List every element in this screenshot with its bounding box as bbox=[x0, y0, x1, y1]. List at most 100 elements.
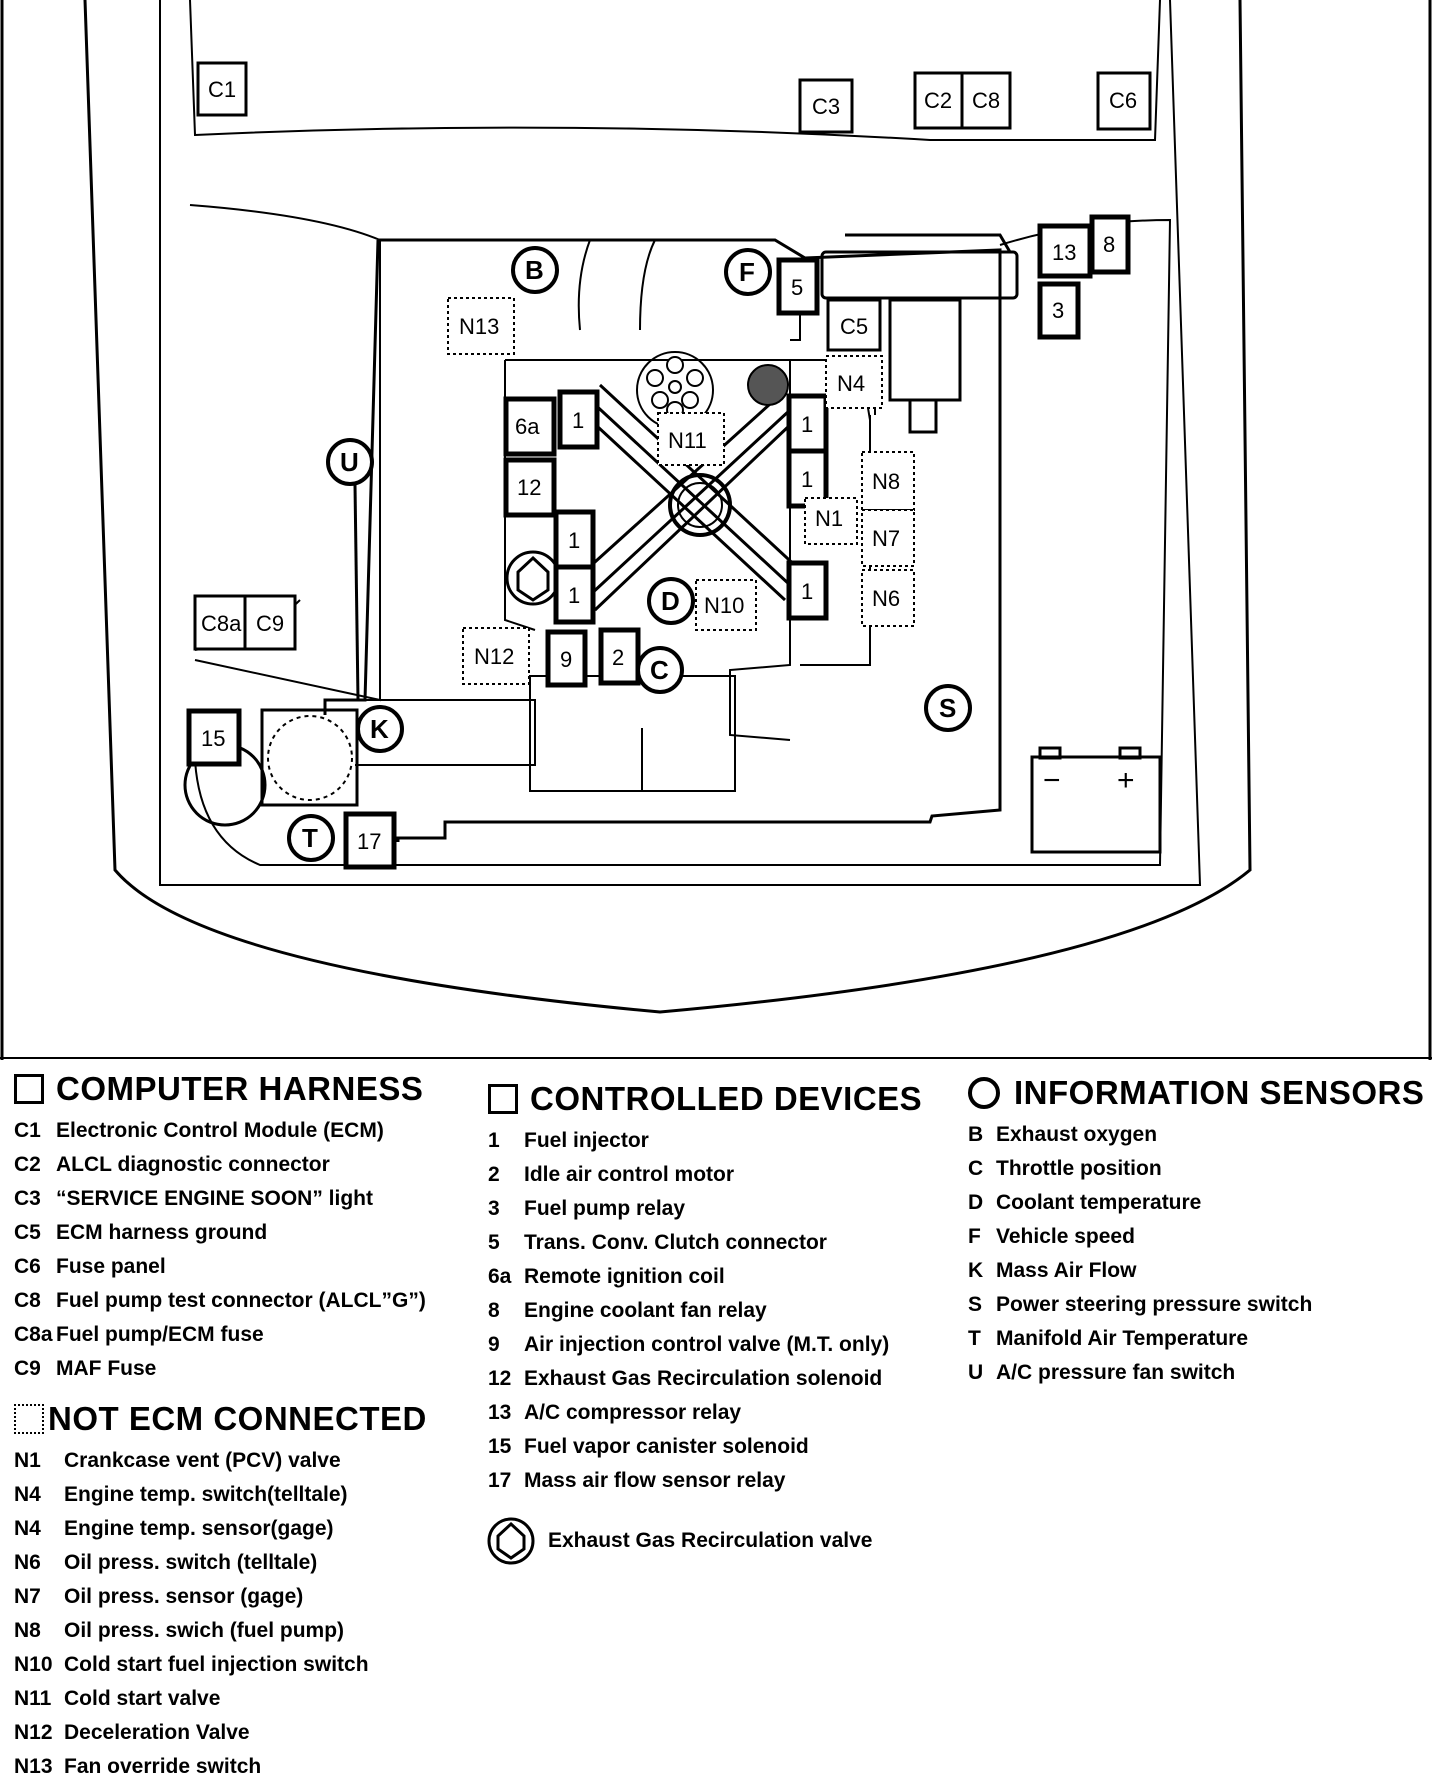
battery: − + bbox=[1030, 746, 1162, 854]
egr-valve-legend: Exhaust Gas Recirculation valve bbox=[486, 1516, 872, 1566]
harness-label-c9: C9 bbox=[256, 611, 284, 636]
canister bbox=[183, 708, 359, 827]
sensor-label-k: K bbox=[370, 714, 389, 744]
not-ecm-box-n6 bbox=[861, 569, 915, 627]
not-ecm-label-n7: N7 bbox=[872, 526, 900, 551]
not-ecm-label-n12: N12 bbox=[474, 644, 514, 669]
u-sensor-line bbox=[353, 484, 360, 701]
harness-label-c1: C1 bbox=[208, 77, 236, 102]
device-label-1-d: 1 bbox=[801, 412, 813, 437]
not-ecm-label-n11: N11 bbox=[668, 428, 707, 453]
not-ecm-box-n1 bbox=[804, 497, 858, 545]
circle-icon bbox=[968, 1077, 1000, 1109]
device-label-13: 13 bbox=[1052, 240, 1076, 265]
battery-minus: − bbox=[1043, 764, 1061, 797]
sensor-circle-k bbox=[356, 705, 404, 753]
harness-box-c9 bbox=[243, 594, 297, 651]
sensor-circle-f bbox=[724, 248, 772, 296]
device-box-12 bbox=[503, 457, 557, 518]
device-box-1-c bbox=[553, 564, 596, 625]
battery-plus: + bbox=[1117, 764, 1135, 797]
device-box-1-a bbox=[557, 389, 600, 450]
harness-label-c3: C3 bbox=[812, 94, 840, 119]
device-label-1-f: 1 bbox=[801, 579, 813, 604]
sensor-label-b: B bbox=[525, 255, 544, 285]
not-ecm-label-n13: N13 bbox=[459, 314, 499, 339]
egr-valve-icon bbox=[487, 1517, 535, 1565]
harness-box-c6 bbox=[1096, 71, 1152, 131]
harness-label-c2: C2 bbox=[924, 88, 952, 113]
sensor-circle-s bbox=[924, 684, 972, 732]
sensor-circle-c bbox=[636, 646, 684, 694]
device-label-1-e: 1 bbox=[801, 467, 813, 492]
not-ecm-label-n10: N10 bbox=[704, 593, 744, 618]
harness-box-c3 bbox=[798, 78, 854, 134]
device-box-2 bbox=[598, 627, 641, 686]
information-sensors-heading: INFORMATION SENSORS bbox=[968, 1074, 1438, 1112]
square-icon bbox=[488, 1084, 518, 1114]
harness-label-c6: C6 bbox=[1109, 88, 1137, 113]
not-ecm-box-n4 bbox=[825, 355, 883, 409]
device-label-9: 9 bbox=[560, 647, 572, 672]
sensor-label-s: S bbox=[939, 693, 956, 723]
device-box-5 bbox=[776, 257, 820, 316]
frame bbox=[0, 0, 1432, 1060]
sensor-label-c: C bbox=[650, 655, 669, 685]
device-box-3 bbox=[1037, 281, 1081, 340]
device-label-6a: 6a bbox=[515, 414, 540, 439]
device-label-12: 12 bbox=[517, 475, 541, 500]
sensor-circle-t bbox=[287, 814, 335, 862]
not-ecm-label-n4: N4 bbox=[837, 371, 865, 396]
device-label-2: 2 bbox=[612, 645, 624, 670]
air-intake-housing bbox=[355, 675, 736, 792]
not-ecm-label-n1: N1 bbox=[815, 506, 843, 531]
egr-valve-icon bbox=[505, 550, 561, 606]
intake-manifold bbox=[573, 383, 802, 612]
device-box-17 bbox=[343, 811, 397, 870]
throttle-body bbox=[820, 233, 1019, 434]
vehicle-body-outline bbox=[83, 0, 1252, 1014]
harness-box-c8 bbox=[960, 71, 1012, 130]
not-ecm-box-n12 bbox=[462, 627, 530, 685]
device-label-1-c: 1 bbox=[568, 583, 580, 608]
device-label-1-a: 1 bbox=[572, 408, 584, 433]
not-ecm-box-n13 bbox=[447, 297, 515, 355]
harness-label-c5: C5 bbox=[840, 314, 868, 339]
sensor-label-f: F bbox=[739, 257, 755, 287]
distributor-cap bbox=[636, 351, 789, 429]
sensor-circle-u bbox=[326, 438, 374, 486]
sensor-circle-d bbox=[647, 577, 695, 625]
device-label-5: 5 bbox=[791, 275, 803, 300]
device-box-15 bbox=[186, 708, 242, 767]
device-label-3: 3 bbox=[1052, 298, 1064, 323]
device-label-1-b: 1 bbox=[568, 528, 580, 553]
not-ecm-connected-heading: NOT ECM CONNECTED bbox=[14, 1400, 474, 1438]
